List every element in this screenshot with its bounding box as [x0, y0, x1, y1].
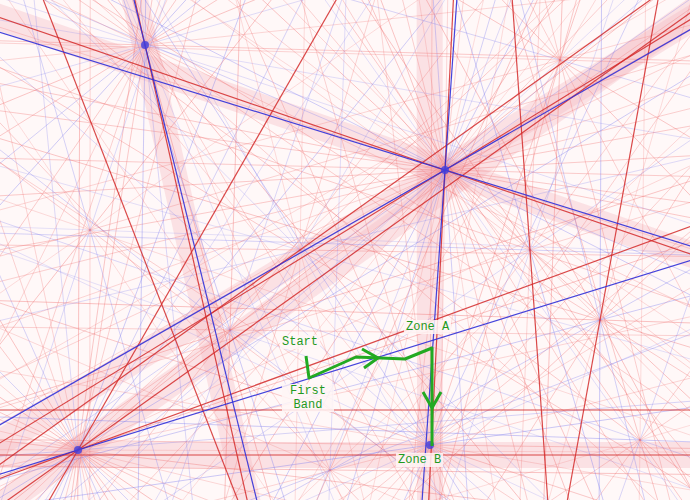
map-label: First Band	[282, 384, 334, 412]
zone-axis	[74, 446, 82, 454]
kikuchi-line	[0, 409, 690, 410]
kikuchi-line	[0, 199, 690, 300]
kikuchi-line	[422, 0, 437, 500]
kikuchi-line	[417, 0, 643, 500]
zone-axis	[141, 41, 149, 49]
kikuchi-line	[81, 0, 690, 500]
map-label: Zone B	[396, 453, 443, 467]
kikuchi-line	[0, 454, 690, 455]
zone-axis	[441, 166, 449, 174]
arrow-head	[362, 349, 378, 368]
map-label: Start	[280, 335, 320, 349]
kikuchi-line	[0, 0, 533, 500]
kikuchi-line	[0, 0, 690, 483]
kikuchi-line	[0, 0, 527, 500]
kikuchi-line	[334, 0, 555, 500]
kikuchi-line	[0, 0, 589, 500]
kikuchi-line	[366, 0, 523, 500]
kikuchi-line	[0, 0, 690, 316]
kikuchi-line	[315, 0, 690, 500]
kikuchi-line	[88, 0, 91, 500]
kikuchi-line	[0, 0, 311, 500]
kikuchi-line	[0, 310, 690, 350]
kikuchi-line	[276, 0, 384, 500]
map-label: Zone A	[404, 320, 451, 334]
kikuchi-line	[0, 0, 495, 500]
kikuchi-line	[0, 0, 656, 500]
arrow-head	[423, 392, 441, 408]
kikuchi-line	[0, 444, 690, 455]
